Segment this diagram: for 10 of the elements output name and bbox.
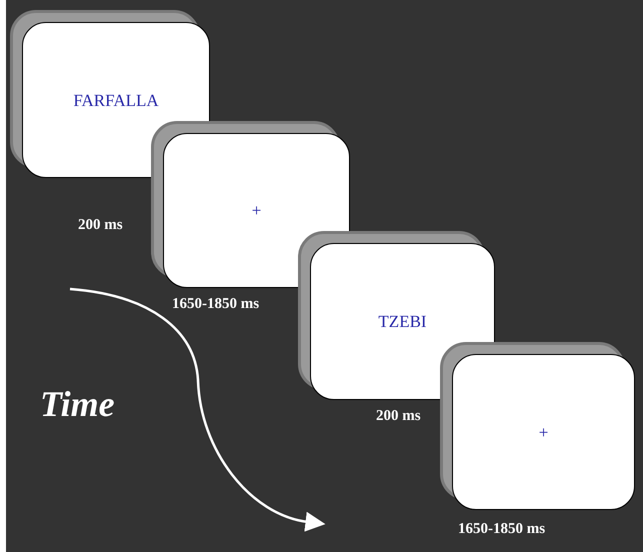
stimulus-text: TZEBI	[378, 313, 427, 330]
duration-label: 200 ms	[376, 409, 421, 424]
duration-label: 200 ms	[78, 218, 123, 233]
stimulus-text: FARFALLA	[73, 92, 159, 108]
time-label: Time	[40, 386, 115, 422]
stimulus-text: +	[252, 202, 262, 219]
duration-label: 1650-1850 ms	[172, 297, 260, 312]
duration-label: 1650-1850 ms	[458, 522, 546, 537]
screen	[452, 354, 635, 510]
stimulus-text: +	[538, 424, 548, 440]
